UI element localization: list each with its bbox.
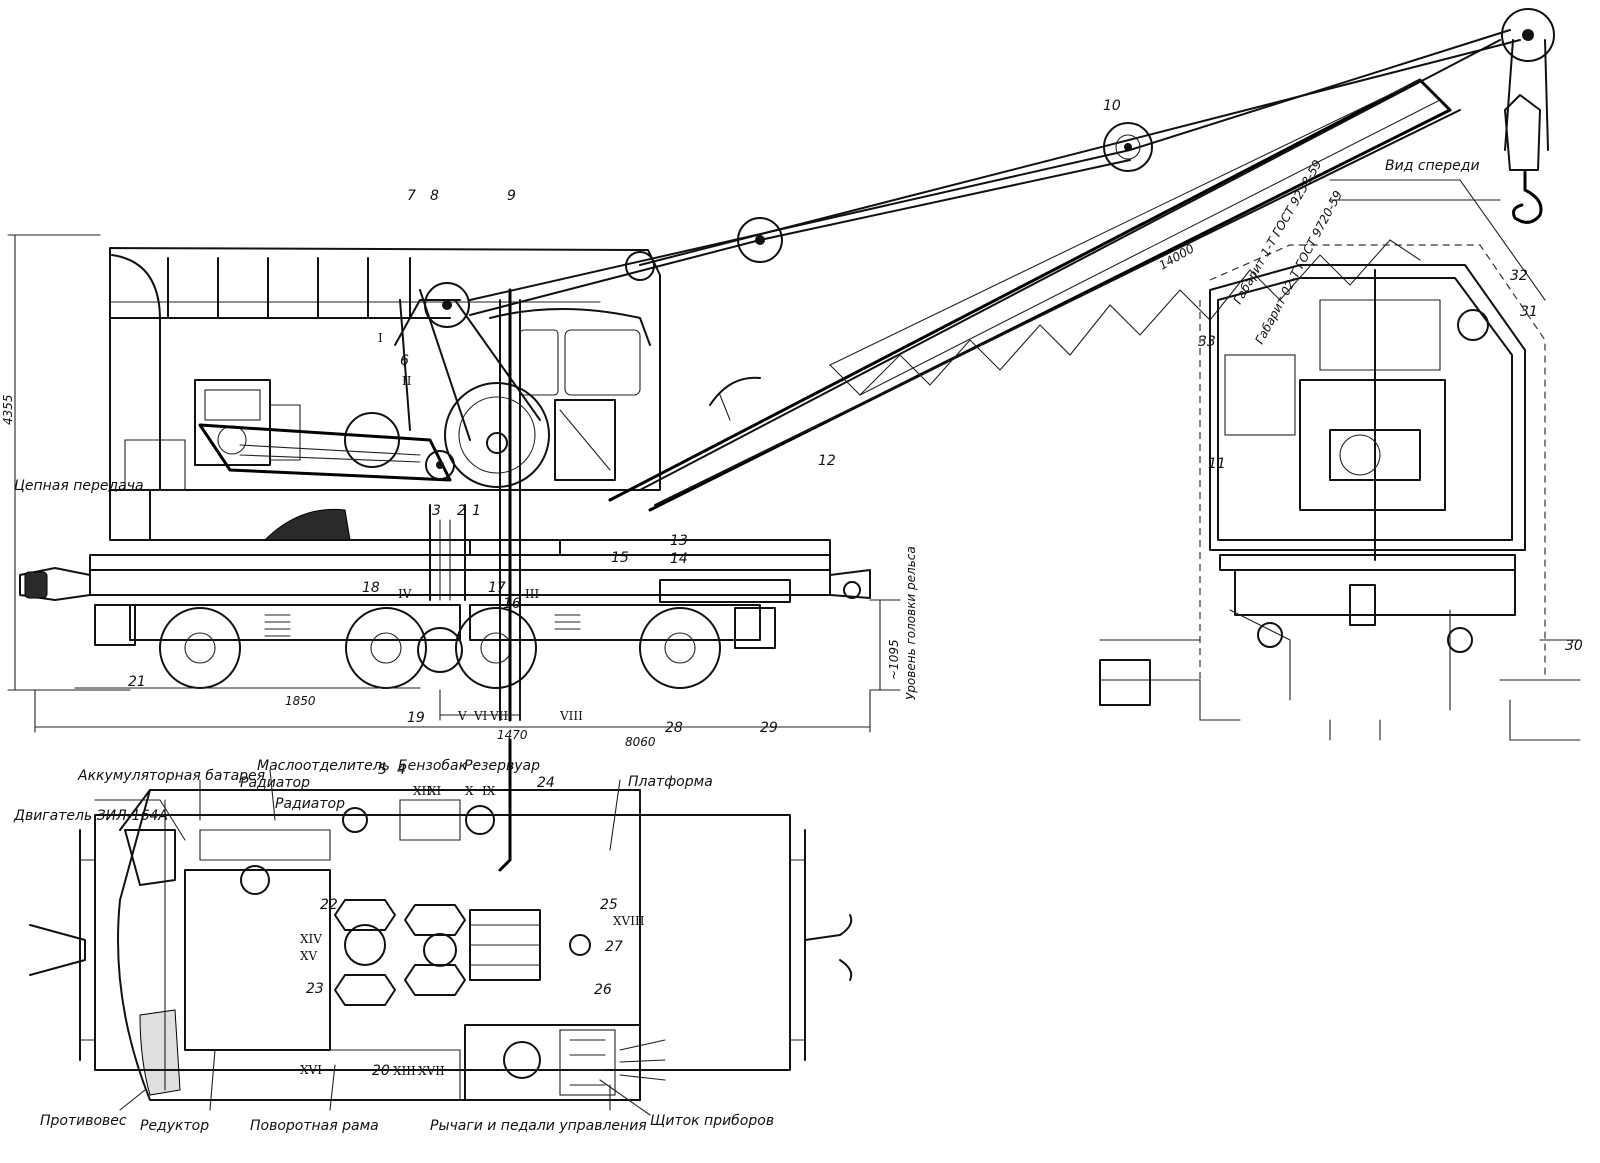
part-2: 2 — [457, 503, 466, 519]
roman-XV: XV — [300, 949, 318, 963]
part-10: 10 — [1103, 98, 1121, 114]
dimensions — [7, 199, 1501, 733]
cabin — [109, 247, 661, 541]
part-4: 4 — [397, 762, 406, 778]
part-23: 23 — [306, 981, 324, 997]
counterweight-label: Противовес — [40, 1113, 127, 1129]
oil-separator-label: Маслоотделитель — [257, 758, 390, 774]
part-33: 33 — [1198, 334, 1216, 350]
part-5: 5 — [378, 762, 387, 778]
front-view-title: Вид спереди — [1385, 158, 1480, 174]
side-view-labels: 4355 Цепная передача 1850 1470 8060 1400… — [1, 98, 1583, 1079]
battery-label: Аккумуляторная батарея — [77, 768, 265, 784]
part-3: 3 — [432, 503, 441, 519]
part-32: 32 — [1510, 268, 1528, 284]
small-radiator-label: Радиатор — [275, 796, 345, 812]
part-14: 14 — [670, 551, 688, 567]
gauge-02t-label: Габарит 02-Т ГОСТ 9720-59 — [1252, 188, 1345, 346]
plan-drums — [334, 899, 591, 1006]
part-1: 1 — [472, 503, 481, 519]
roman-I: I — [378, 331, 383, 345]
roman-XII: XII — [413, 784, 431, 798]
part-30: 30 — [1565, 638, 1583, 654]
part-12: 12 — [818, 453, 836, 469]
part-28: 28 — [665, 720, 683, 736]
front-view — [1099, 179, 1581, 741]
part-16: 16 — [503, 596, 521, 612]
part-26: 26 — [594, 982, 612, 998]
roman-IV: IV — [398, 587, 412, 601]
roman-XI: XI — [428, 784, 442, 798]
roman-IX: IX — [482, 784, 496, 798]
part-19: 19 — [407, 710, 425, 726]
roman-VI: VI — [473, 709, 488, 723]
part-15: 15 — [611, 550, 629, 566]
part-9: 9 — [507, 188, 516, 204]
part-31: 31 — [1520, 304, 1538, 320]
plan-view-labels: Аккумуляторная батарея Двигатель ЗИЛ-164… — [13, 758, 774, 1134]
roman-X: X — [465, 784, 474, 798]
roman-XVI: XVI — [300, 1063, 322, 1077]
roman-XIV: XIV — [300, 932, 322, 946]
rail-level-label: Уровень головки рельса — [904, 546, 918, 700]
chain-drive-label: Цепная передача — [14, 478, 144, 494]
roman-XIII: XIII — [393, 1064, 416, 1078]
part-24: 24 — [537, 775, 555, 791]
part-7: 7 — [407, 188, 416, 204]
instrument-panel-label: Щиток приборов — [650, 1113, 774, 1129]
dimension-8060: 8060 — [625, 735, 656, 749]
part-20: 20 — [372, 1063, 390, 1079]
part-13: 13 — [670, 533, 688, 549]
dimension-1095: ~1095 — [887, 639, 901, 680]
part-22a: 22 — [320, 897, 338, 913]
dimension-1470: 1470 — [497, 728, 528, 742]
part-29: 29 — [760, 720, 778, 736]
reducer-label: Редуктор — [140, 1118, 209, 1134]
radiator-label: Радиатор — [240, 775, 310, 791]
reservoir-label: Резервуар — [464, 758, 540, 774]
roman-XVII: XVII — [418, 1064, 445, 1078]
engine-label: Двигатель ЗИЛ-164А — [13, 808, 168, 824]
dimension-height: 4355 — [1, 394, 15, 425]
boom — [469, 8, 1555, 512]
platform-label: Платформа — [628, 774, 713, 790]
part-27: 27 — [605, 939, 623, 955]
plan-view — [29, 738, 853, 1116]
roman-VIII: VIII — [559, 709, 583, 723]
part-8: 8 — [430, 188, 439, 204]
part-21: 21 — [128, 674, 146, 690]
roman-II: II — [402, 374, 412, 388]
roman-V: V — [457, 709, 467, 723]
fuel-tank-label: Бензобак — [398, 758, 468, 774]
undercarriage — [19, 288, 871, 722]
part-6: 6 — [400, 353, 409, 369]
levers-label: Рычаги и педали управления — [430, 1118, 647, 1134]
front-view-labels: Вид спереди Габарит 1-Т ГОСТ 9238-59 Габ… — [1230, 158, 1479, 347]
part-25: 25 — [600, 897, 618, 913]
dimension-1850: 1850 — [285, 694, 316, 708]
roman-XVIII: XVIII — [613, 914, 645, 928]
rotary-frame-label: Поворотная рама — [250, 1118, 379, 1134]
roman-VII: VII — [489, 709, 508, 723]
part-18: 18 — [362, 580, 380, 596]
roman-III: III — [525, 587, 539, 601]
side-view — [7, 8, 1555, 733]
part-11: 11 — [1208, 456, 1226, 472]
part-17: 17 — [488, 580, 506, 596]
